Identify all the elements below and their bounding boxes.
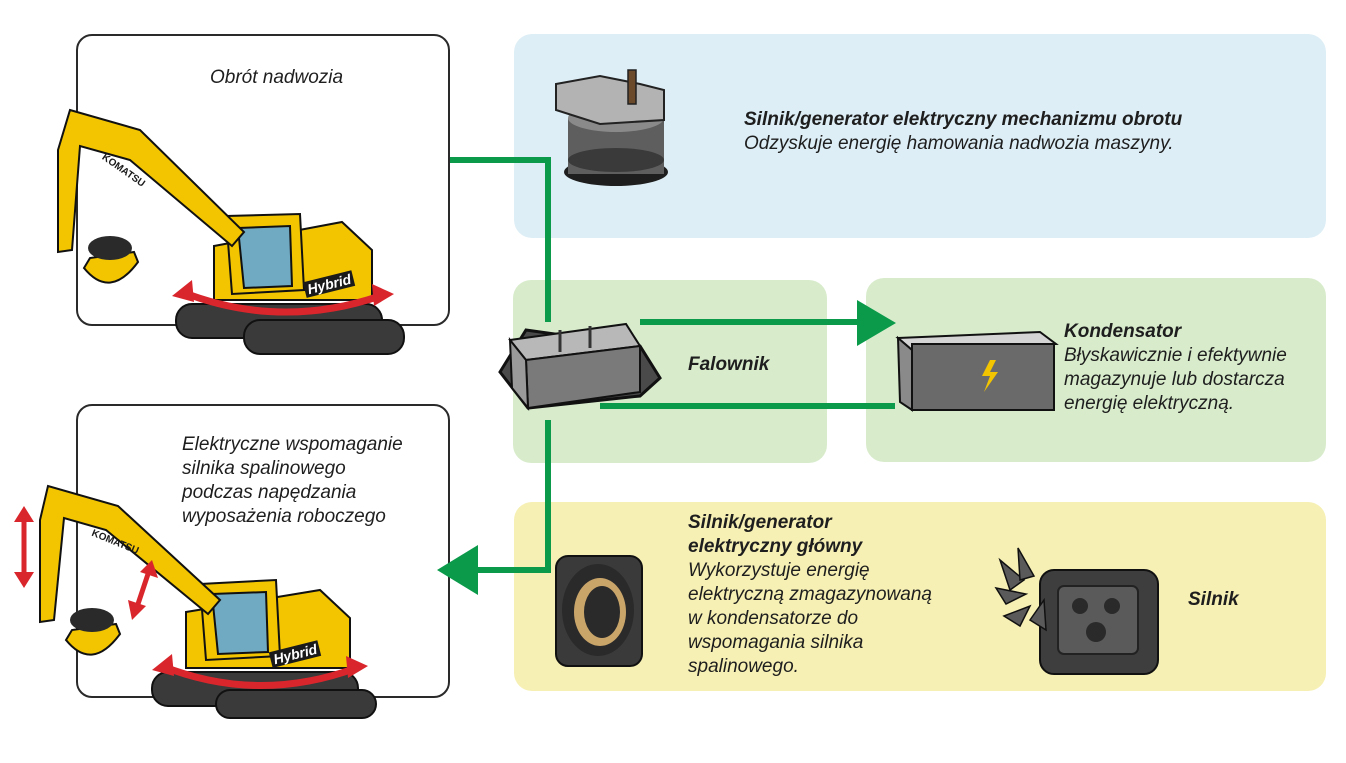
main-motor-description: Wykorzystuje energię elektryczną zmagazy… — [688, 560, 932, 677]
arrowhead-capacitor — [857, 300, 896, 346]
inverter-label: Falownik — [688, 354, 770, 375]
engine-label: Silnik — [1188, 589, 1239, 610]
swing-motor-description: Odzyskuje energię hamowania nadwozia mas… — [744, 133, 1174, 154]
swing-card-label: Obrót nadwozia — [210, 67, 344, 88]
swing-motor-text: Silnik/generator elektryczny mechanizmu … — [744, 108, 1304, 156]
excavator-icon — [57, 108, 405, 355]
main-motor-icon — [555, 555, 643, 667]
main-motor-text: Silnik/generator elektryczny główny Wyko… — [688, 511, 978, 679]
main-motor-panel — [514, 502, 1326, 691]
energy-flow-lines — [450, 157, 895, 573]
inverter-icon — [498, 322, 662, 412]
swing-motor-icon — [555, 69, 668, 186]
engine-icon — [994, 547, 1159, 675]
capacitor-description: Błyskawicznie i efektywnie magazynuje lu… — [1064, 345, 1287, 414]
swing-motor-title: Silnik/generator elektryczny mechanizmu … — [744, 109, 1183, 130]
swing-to-inverter-line — [450, 157, 551, 322]
inverter-to-assist-line — [470, 420, 551, 573]
assist-excavator-icon — [14, 484, 377, 719]
capacitor-title: Kondensator — [1064, 321, 1182, 342]
capacitor-text: Kondensator Błyskawicznie i efektywnie m… — [1064, 320, 1314, 416]
capacitor-icon — [895, 330, 1059, 412]
main-motor-title: Silnik/generator elektryczny główny — [688, 512, 863, 557]
arrowhead-assist — [437, 545, 478, 595]
assist-card-label: Elektryczne wspomaganie silnika spalinow… — [182, 434, 403, 527]
